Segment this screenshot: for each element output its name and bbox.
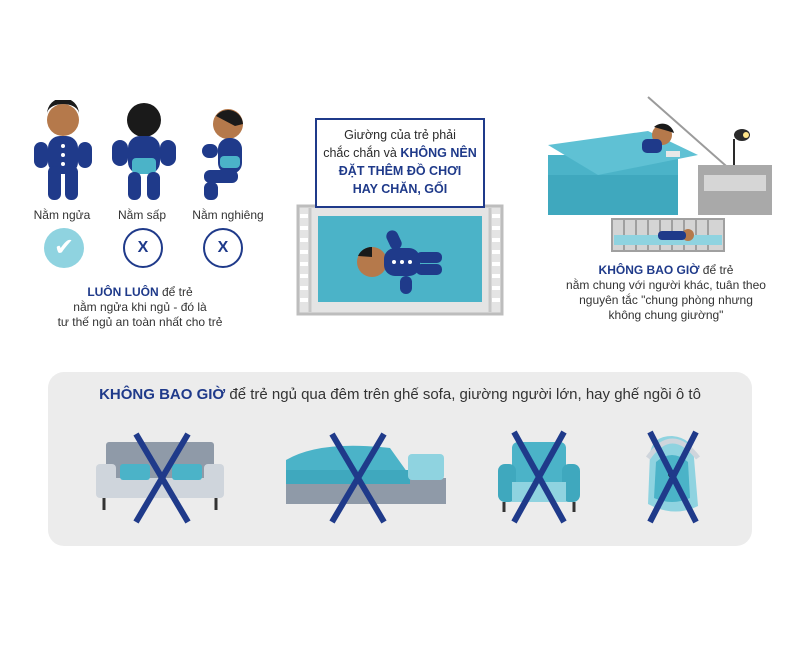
armchair-icon <box>498 430 580 524</box>
cosleep-caption: KHÔNG BAO GIỜ để trẻ nằm chung với người… <box>566 263 766 322</box>
sofa-icon <box>96 432 224 524</box>
cross-circle-icon: X <box>123 228 163 268</box>
crib-message-box: Giường của trẻ phải chắc chắn và KHÔNG N… <box>315 118 485 208</box>
positions-caption: LUÔN LUÔN để trẻ nằm ngửa khi ngủ - đó l… <box>57 285 223 329</box>
baby-stomach-icon <box>112 103 176 200</box>
position-label-stomach: Nằm sấp <box>117 208 167 222</box>
position-label-back: Nằm ngửa <box>33 208 91 222</box>
baby-back-icon <box>34 100 92 200</box>
bedroom-cosleep-icon <box>548 96 772 252</box>
unsafe-surfaces-headline: KHÔNG BAO GIỜ để trẻ ngủ qua đêm trên gh… <box>99 386 701 403</box>
adult-bed-icon <box>286 432 446 524</box>
baby-side-icon <box>202 109 243 200</box>
check-icon: ✔ <box>44 228 84 268</box>
unsafe-surfaces-panel: KHÔNG BAO GIỜ để trẻ ngủ qua đêm trên gh… <box>48 372 752 546</box>
position-label-side: Nằm nghiêng <box>192 208 264 222</box>
cross-circle-icon: X <box>203 228 243 268</box>
crib-icon <box>296 204 504 316</box>
car-seat-icon <box>645 430 700 524</box>
